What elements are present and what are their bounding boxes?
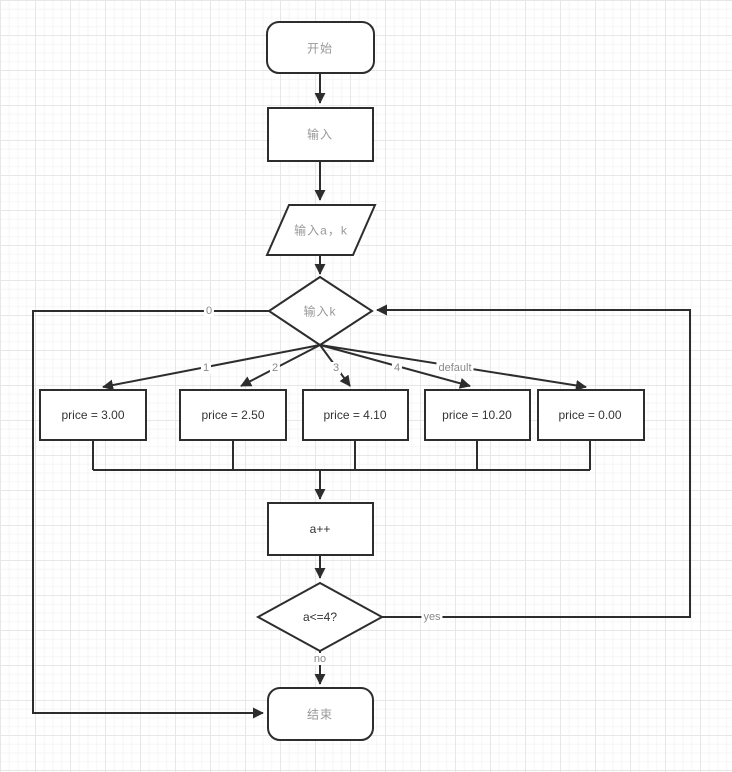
node-check[interactable] bbox=[255, 581, 385, 653]
edge-label-default: default bbox=[436, 362, 474, 374]
edge-case1-to-price1[interactable] bbox=[102, 344, 321, 391]
edge-case2-to-price2[interactable] bbox=[240, 344, 321, 387]
edge-label-no: no bbox=[311, 653, 329, 665]
edge-label-case2: 2 bbox=[269, 362, 281, 374]
edge-label-case3: 3 bbox=[330, 362, 342, 374]
node-switchk[interactable] bbox=[267, 275, 374, 347]
node-price3[interactable] bbox=[302, 389, 409, 441]
edge-label-case0: 0 bbox=[203, 305, 215, 317]
edge-check-yes-loop[interactable] bbox=[376, 304, 691, 618]
node-price1[interactable] bbox=[39, 389, 147, 441]
node-price4[interactable] bbox=[424, 389, 531, 441]
edge-label-yes: yes bbox=[421, 611, 443, 623]
edge-case0-to-end[interactable] bbox=[32, 310, 269, 719]
edge-label-case1: 1 bbox=[200, 362, 212, 374]
edge-label-case4: 4 bbox=[391, 362, 403, 374]
node-end[interactable] bbox=[267, 687, 374, 741]
node-price2[interactable] bbox=[179, 389, 287, 441]
node-inputak[interactable] bbox=[265, 204, 377, 256]
node-start[interactable] bbox=[266, 21, 375, 74]
node-input[interactable] bbox=[267, 107, 374, 162]
node-price5[interactable] bbox=[537, 389, 645, 441]
node-ainc[interactable] bbox=[267, 502, 374, 556]
